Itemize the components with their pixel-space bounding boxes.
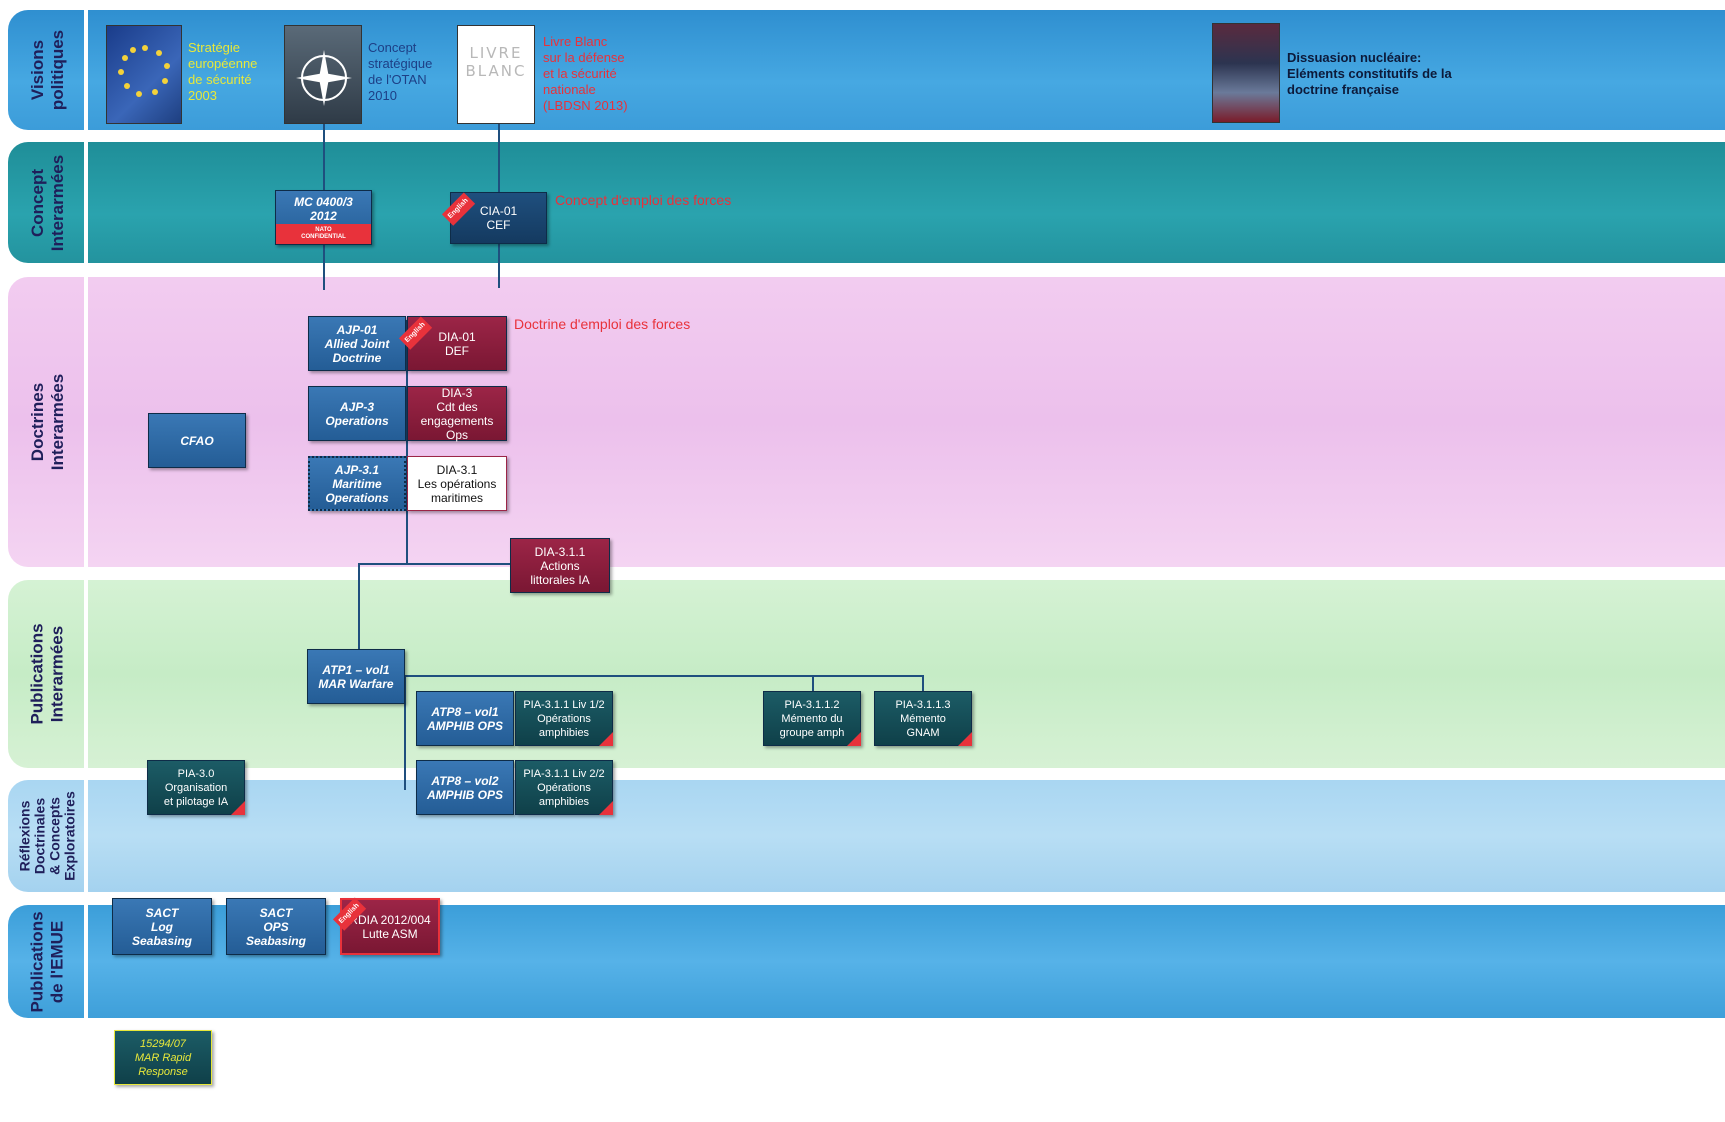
cia01-title: Concept d'emploi des forces	[555, 192, 732, 208]
pia311-liv2-box[interactable]: PIA-3.1.1 Liv 2/2 Opérations amphibies	[515, 760, 613, 815]
pia3112-label: PIA-3.1.1.2 Mémento du groupe amph	[779, 698, 845, 739]
pia3112-box[interactable]: PIA-3.1.1.2 Mémento du groupe amph	[763, 691, 861, 746]
dia01-label: DIA-01 DEF	[438, 329, 476, 358]
nato-concept-caption: Concept stratégique de l'OTAN 2010	[368, 40, 433, 103]
livre-blanc-cover-title: LIVRE BLANC	[465, 44, 527, 80]
sact-ops-box[interactable]: SACT OPS Seabasing	[226, 898, 326, 955]
label-separator	[84, 10, 88, 1018]
cfao-label: CFAO	[180, 433, 214, 448]
band-visions-politiques	[8, 10, 1725, 130]
sact-log-box[interactable]: SACT Log Seabasing	[112, 898, 212, 955]
dissuasion-cover	[1212, 23, 1280, 123]
livre-blanc-caption: Livre Blanc sur la défense et la sécurit…	[543, 34, 628, 113]
rdia-box[interactable]: RDIA 2012/004 Lutte ASM English	[332, 897, 440, 955]
dia311-box[interactable]: DIA-3.1.1 Actions littorales IA	[510, 538, 610, 593]
rdia-label: RDIA 2012/004 Lutte ASM	[349, 912, 431, 941]
connector-line	[406, 320, 408, 565]
pia3113-box[interactable]: PIA-3.1.1.3 Mémento GNAM	[874, 691, 972, 746]
band-doctrines-interarmees	[8, 277, 1725, 567]
connector-line	[922, 675, 924, 695]
connector-line	[404, 675, 924, 677]
atp8-vol2-label: ATP8 – vol2 AMPHIB OPS	[426, 773, 503, 802]
atp8-vol1-box[interactable]: ATP8 – vol1 AMPHIB OPS	[416, 691, 514, 746]
eu-flag-thumbnail	[106, 25, 182, 124]
dia01-title: Doctrine d'emploi des forces	[514, 316, 691, 332]
band-concept-interarmees	[8, 142, 1725, 263]
pia3113-label: PIA-3.1.1.3 Mémento GNAM	[895, 698, 951, 739]
sact-ops-label: SACT OPS Seabasing	[245, 905, 307, 948]
atp1-label: ATP1 – vol1 MAR Warfare	[318, 662, 394, 691]
atp1-box[interactable]: ATP1 – vol1 MAR Warfare	[307, 649, 405, 704]
dia311-label: DIA-3.1.1 Actions littorales IA	[530, 544, 590, 587]
dia3-box[interactable]: DIA-3 Cdt des engagements Ops	[407, 385, 507, 442]
ajp3-label: AJP-3 Operations	[325, 399, 389, 428]
mar-rapid-response-box[interactable]: 15294/07 MAR Rapid Response	[114, 1030, 212, 1085]
atp8-vol2-box[interactable]: ATP8 – vol2 AMPHIB OPS	[416, 760, 514, 815]
ajp3-box[interactable]: AJP-3 Operations	[308, 386, 406, 441]
dia31-label: DIA-3.1 Les opérations maritimes	[417, 462, 497, 505]
connector-line	[406, 563, 510, 565]
cia01-box[interactable]: CIA-01 CEF English	[441, 192, 547, 244]
band-reflexions-doctrinales	[8, 780, 1725, 892]
connector-line	[812, 675, 814, 695]
eu-strategy-caption: Stratégie européenne de sécurité 2003	[188, 40, 258, 103]
mc0400-box[interactable]: MC 0400/3 2012 NATO CONFIDENTIAL	[275, 190, 372, 245]
dia3-label: DIA-3 Cdt des engagements Ops	[420, 385, 494, 442]
cfao-box[interactable]: CFAO	[148, 413, 246, 468]
band-publications-interarmees	[8, 580, 1725, 768]
ajp01-label: AJP-01 Allied Joint Doctrine	[324, 322, 390, 365]
ajp31-box[interactable]: AJP-3.1 Maritime Operations	[308, 456, 406, 511]
connector-line	[358, 563, 408, 565]
pia311-liv2-label: PIA-3.1.1 Liv 2/2 Opérations amphibies	[523, 767, 605, 808]
label-reflexions: Réflexions Doctrinales & Concepts Explor…	[17, 791, 79, 881]
dia31-box[interactable]: DIA-3.1 Les opérations maritimes	[407, 456, 507, 511]
connector-line	[358, 563, 360, 651]
nato-emblem-thumbnail	[284, 25, 362, 124]
pia30-label: PIA-3.0 Organisation et pilotage IA	[163, 767, 229, 808]
label-concept: Concept Interarmées	[28, 154, 68, 251]
eu-stars-icon	[118, 45, 170, 97]
mc0400-label: MC 0400/3 2012	[294, 195, 353, 223]
label-publications: Publications Interarmées	[28, 623, 68, 725]
sact-log-label: SACT Log Seabasing	[131, 905, 193, 948]
ajp31-label: AJP-3.1 Maritime Operations	[325, 462, 389, 505]
dia01-box[interactable]: DIA-01 DEF English	[398, 316, 507, 371]
pia30-box[interactable]: PIA-3.0 Organisation et pilotage IA	[147, 760, 245, 815]
cia01-label: CIA-01 CEF	[479, 204, 518, 232]
nato-confidential-tag: NATO CONFIDENTIAL	[276, 224, 371, 244]
label-emue: Publications de l'EMUE	[28, 910, 68, 1013]
connector-line	[404, 675, 406, 790]
nato-compass-icon	[296, 50, 352, 106]
atp8-vol1-label: ATP8 – vol1 AMPHIB OPS	[426, 704, 503, 733]
dissuasion-caption: Dissuasion nucléaire: Eléments constitut…	[1287, 50, 1452, 97]
label-doctrines: Doctrines Interarmées	[28, 373, 68, 471]
livre-blanc-cover: LIVRE BLANC	[457, 25, 535, 124]
pia311-liv1-box[interactable]: PIA-3.1.1 Liv 1/2 Opérations amphibies	[515, 691, 613, 746]
mar-rapid-response-label: 15294/07 MAR Rapid Response	[134, 1037, 192, 1078]
label-visions: Visions politiques	[28, 29, 67, 111]
pia311-liv1-label: PIA-3.1.1 Liv 1/2 Opérations amphibies	[523, 698, 605, 739]
ajp01-box[interactable]: AJP-01 Allied Joint Doctrine	[308, 316, 406, 371]
